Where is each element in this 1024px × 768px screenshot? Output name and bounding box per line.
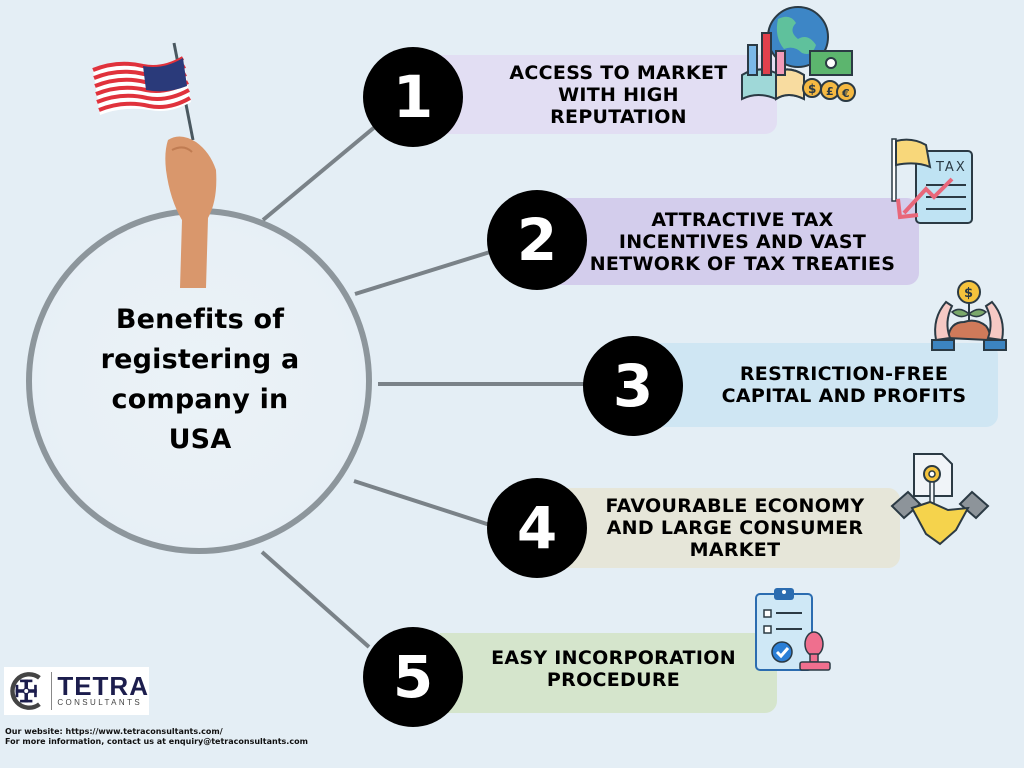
benefit-number-5: 5 [363,627,463,727]
connector-1 [261,124,378,222]
benefit-card-4: FAVOURABLE ECONOMY AND LARGE CONSUMER MA… [560,488,900,568]
svg-text:£: £ [826,85,834,98]
benefit-card-3: RESTRICTION-FREE CAPITAL AND PROFITS [660,343,998,427]
benefit-card-2: ATTRACTIVE TAX INCENTIVES AND VAST NETWO… [560,198,919,285]
tetra-consultants-logo: TETRA CONSULTANTS [4,667,149,715]
hub-title-line-2: registering a [100,344,300,375]
footer-contact: For more information, contact us at enqu… [5,737,308,746]
benefit-2-line-3: NETWORK OF TAX TREATIES [589,252,896,275]
hands-money-plant-icon: $ [931,280,1007,351]
benefit-5-line-2: PROCEDURE [546,669,681,691]
connector-2 [354,250,491,296]
benefit-1-line-1: ACCESS TO MARKET [509,61,728,84]
benefit-number-2: 2 [487,190,587,290]
benefit-number-3: 3 [583,336,683,436]
svg-text:$: $ [808,82,816,96]
svg-text:$: $ [964,286,973,301]
us-flag-hand-icon [92,42,217,288]
logo-divider [51,672,53,710]
hub-title-line-3: company in [111,384,289,415]
hub-title: Benefits of registering a company in USA [80,300,320,460]
tax-document-flag-icon: TAX [891,138,973,224]
benefit-2-line-1: ATTRACTIVE TAX [651,208,834,231]
benefit-4-line-2: AND LARGE CONSUMER [606,517,864,539]
handshake-key-document-icon [890,453,990,546]
benefit-4-line-1: FAVOURABLE ECONOMY [605,495,865,517]
benefit-3-line-2: CAPITAL AND PROFITS [721,385,967,407]
brand-subtitle: CONSULTANTS [57,698,143,707]
brand-name: TETRA [57,671,149,701]
benefit-3-line-1: RESTRICTION-FREE [739,363,949,385]
market-globe-chart-money-icon: $ £ € [741,6,856,102]
svg-text:TAX: TAX [935,160,967,175]
benefit-card-1: ACCESS TO MARKET WITH HIGH REPUTATION [440,55,777,134]
connector-5 [260,550,371,649]
connector-4 [353,479,491,527]
svg-text:€: € [841,87,850,100]
tetra-logo-mark-icon [10,672,41,710]
hub-title-line-1: Benefits of [115,304,285,335]
benefit-4-line-3: MARKET [689,539,781,561]
benefit-1-line-2: WITH HIGH [558,83,679,106]
benefit-number-1: 1 [363,47,463,147]
clipboard-stamp-checklist-icon [755,588,831,671]
benefit-number-4: 4 [487,478,587,578]
benefit-2-line-2: INCENTIVES AND VAST [618,230,867,253]
hub-title-line-4: USA [168,424,232,455]
benefit-1-line-3: REPUTATION [550,105,687,128]
footer-website: Our website: https://www.tetraconsultant… [5,727,223,736]
benefit-5-line-1: EASY INCORPORATION [491,647,736,669]
benefit-card-5: EASY INCORPORATION PROCEDURE [440,633,777,713]
